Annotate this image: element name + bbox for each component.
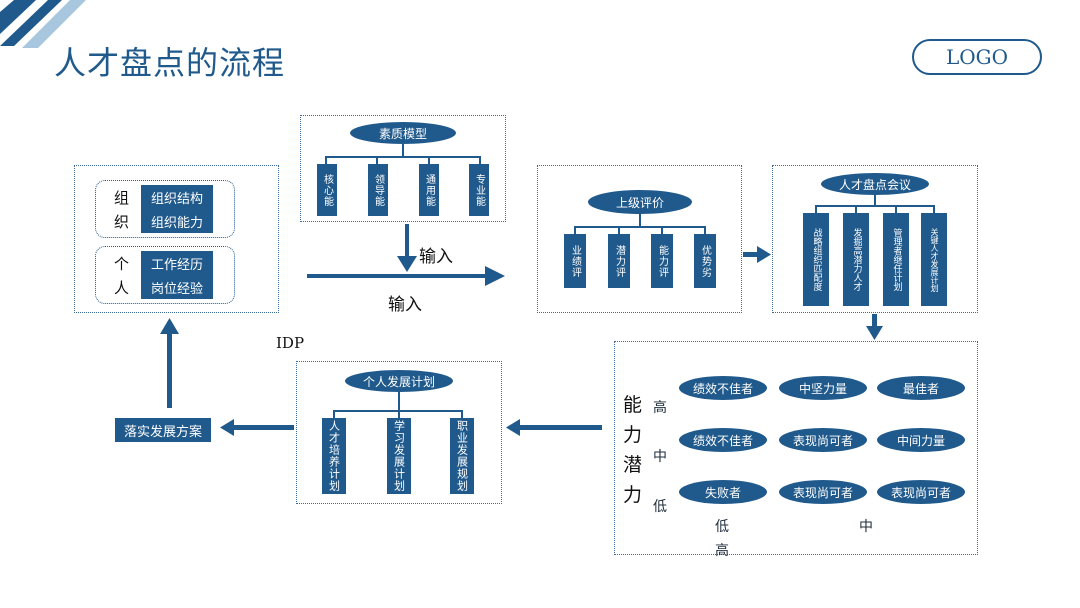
matrix-cell: 表现尚可者	[779, 480, 867, 504]
competency-item: 通用能	[419, 164, 439, 216]
org-item: 组织能力	[141, 209, 213, 233]
arrow-idp-to-implement-head	[220, 419, 234, 436]
arrow-eval-to-meeting-shaft	[743, 252, 759, 257]
org-person-box: 组织 组织结构 组织能力 个人 工作经历 岗位经验	[74, 165, 279, 313]
y-level-low: 低	[653, 499, 667, 515]
y-level-high: 高	[653, 400, 667, 416]
arrow-eval-to-meeting-head	[757, 246, 771, 263]
logo-badge: LOGO	[912, 39, 1042, 75]
superior-eval-item: 优势劣	[694, 234, 716, 288]
superior-eval-item: 业绩评	[564, 234, 586, 288]
idp-title: 个人发展计划	[345, 370, 453, 392]
person-item: 岗位经验	[141, 275, 213, 299]
superior-eval-item: 潜力评	[608, 234, 630, 288]
idp-item: 人才培养计划	[322, 418, 346, 494]
arrow-matrix-to-idp-head	[506, 419, 520, 436]
matrix-cell: 中坚力量	[779, 376, 867, 400]
arrow-implement-to-org-shaft	[167, 332, 172, 408]
page-title: 人才盘点的流程	[54, 44, 286, 82]
org-group: 组织 组织结构 组织能力	[95, 180, 235, 238]
idp-item: 职业发展规划	[450, 418, 474, 494]
matrix-cell: 表现尚可者	[877, 480, 965, 504]
y-axis-label: 能 力 潜 力	[623, 394, 643, 506]
input-right-label: 输入	[388, 295, 422, 315]
matrix-cell: 表现尚可者	[779, 428, 867, 452]
talent-meeting-item: 管理者继任计划	[883, 213, 909, 306]
idp-item: 学习发展计划	[387, 418, 411, 494]
matrix-cell: 绩效不佳者	[679, 376, 767, 400]
x-level-high: 高	[715, 543, 729, 559]
arrow-meeting-to-matrix-shaft	[872, 314, 877, 328]
nine-box-matrix: 能 力 潜 力 高 中 低 绩效不佳者 中坚力量 最佳者 绩效不佳者 表现尚可者…	[614, 341, 978, 559]
superior-eval-title: 上级评价	[588, 190, 692, 214]
competency-item: 专业能	[469, 164, 489, 216]
logo-text: LOGO	[945, 45, 1009, 69]
matrix-cell: 绩效不佳者	[679, 428, 767, 452]
competency-item: 领导能	[368, 164, 388, 216]
header-stripes	[0, 0, 86, 48]
talent-meeting-box: 人才盘点会议 战略组织匹配度 发掘高潜力人才 管理者继任计划 关键人才发展计划	[772, 165, 978, 313]
arrow-implement-to-org-head	[160, 318, 179, 334]
x-level-mid: 中	[859, 519, 873, 535]
x-level-low: 低	[715, 519, 729, 535]
competency-model-box: 素质模型 核心能 领导能 通用能 专业能	[300, 115, 506, 222]
talent-meeting-item: 关键人才发展计划	[921, 213, 947, 306]
org-item: 组织结构	[141, 185, 213, 209]
matrix-cell: 最佳者	[877, 376, 965, 400]
input-down-arrow-shaft	[405, 224, 409, 260]
person-label: 个人	[114, 255, 130, 297]
idp-box: 个人发展计划 人才培养计划 学习发展计划 职业发展规划	[296, 361, 502, 504]
implement-plan-box: 落实发展方案	[115, 418, 211, 442]
superior-eval-item: 能力评	[651, 234, 673, 288]
person-item: 工作经历	[141, 251, 213, 275]
input-right-arrow-head	[485, 266, 505, 286]
talent-meeting-item: 发掘高潜力人才	[843, 213, 869, 306]
superior-eval-box: 上级评价 业绩评 潜力评 能力评 优势劣	[537, 165, 742, 313]
idp-label: IDP	[276, 334, 305, 352]
competency-item: 核心能	[317, 164, 337, 216]
talent-meeting-item: 战略组织匹配度	[803, 213, 829, 306]
input-down-label: 输入	[419, 247, 453, 267]
y-level-mid: 中	[653, 449, 667, 465]
arrow-matrix-to-idp-shaft	[518, 425, 602, 430]
competency-model-title: 素质模型	[350, 122, 456, 144]
org-label: 组织	[114, 189, 130, 231]
matrix-cell: 中间力量	[877, 428, 965, 452]
arrow-idp-to-implement-shaft	[232, 425, 294, 430]
matrix-cell: 失败者	[679, 480, 767, 504]
person-group: 个人 工作经历 岗位经验	[95, 246, 235, 304]
input-down-arrow-head	[397, 256, 417, 272]
talent-meeting-title: 人才盘点会议	[821, 173, 929, 195]
arrow-meeting-to-matrix-head	[866, 326, 883, 340]
input-right-arrow-shaft	[307, 274, 487, 278]
